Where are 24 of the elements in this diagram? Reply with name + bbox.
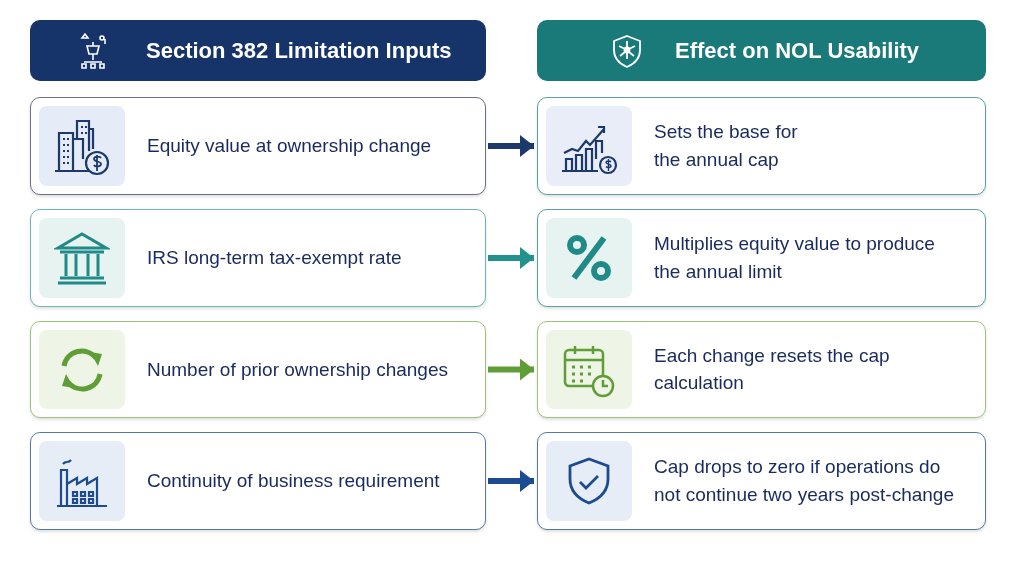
card-text: Multiplies equity value to produce the annual limit: [654, 232, 936, 284]
column-header: [537, 20, 986, 81]
card-text: IRS long-term tax-exempt rate: [147, 246, 403, 271]
header-title: Effect on NOL Usability: [675, 37, 920, 64]
info-card: [537, 97, 986, 195]
column-header: [30, 20, 486, 81]
info-card: [537, 209, 986, 307]
card-text: Equity value at ownership change: [147, 134, 433, 159]
card-text: Continuity of business requirement: [147, 469, 441, 494]
card-text: Number of prior ownership changes: [147, 357, 449, 382]
arrow: [488, 470, 534, 492]
info-card: [30, 321, 486, 418]
arrow: [488, 135, 534, 157]
arrow: [488, 247, 534, 269]
card-text: Cap drops to zero if operations do not continue two years post-change: [654, 455, 955, 507]
header-title: Section 382 Limitation Inputs: [146, 37, 452, 64]
info-card: [30, 97, 486, 195]
card-text: Each change resets the cap calculation: [654, 343, 891, 396]
arrow: [488, 358, 534, 381]
info-card: [537, 432, 986, 530]
card-text: Sets the base for the annual cap: [654, 120, 799, 172]
info-card: [30, 432, 486, 530]
info-card: [30, 209, 486, 307]
info-card: [537, 321, 986, 418]
